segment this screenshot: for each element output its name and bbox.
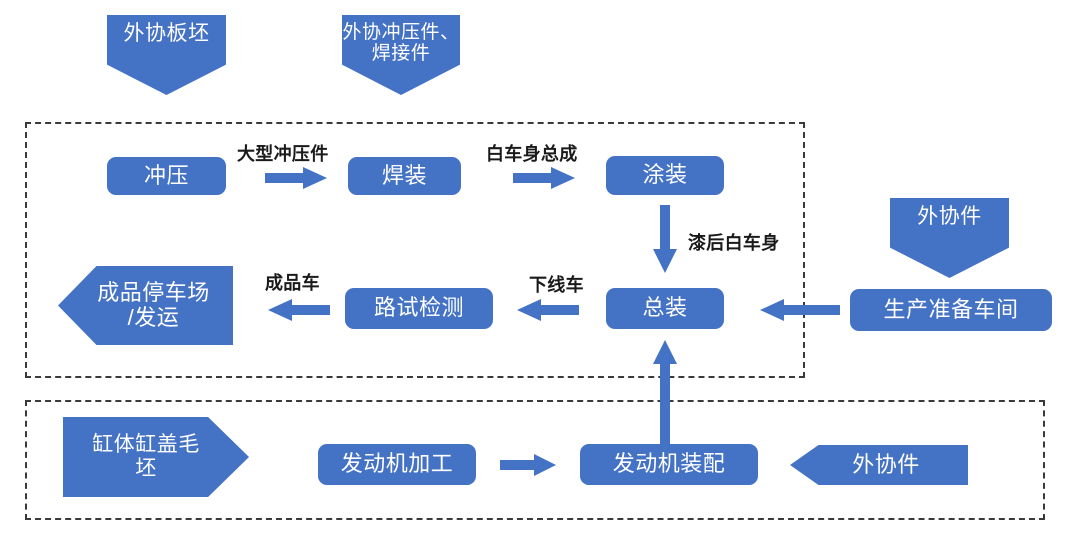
- node-parking-shipping[interactable]: 成品停车场 /发运: [58, 266, 233, 345]
- edge-label-painted-body: 漆后白车身: [688, 233, 780, 253]
- arrow-engine-assembly-to-final-assembly: [653, 340, 677, 444]
- edge-label-large-stampings: 大型冲压件: [237, 144, 329, 164]
- arrow-stamping-to-welding: [265, 167, 327, 189]
- edge-label-offline-car: 下线车: [529, 275, 584, 295]
- node-road-test[interactable]: 路试检测: [345, 288, 493, 329]
- zone-main-vehicle-plant: [25, 122, 805, 378]
- node-painting[interactable]: 涂装: [606, 156, 724, 195]
- node-supply-parts-bottom[interactable]: 外协件: [790, 445, 968, 485]
- arrow-final-assembly-to-road-test: [517, 299, 579, 321]
- node-engine-machining[interactable]: 发动机加工: [318, 444, 476, 485]
- node-engine-assembly[interactable]: 发动机装配: [580, 444, 758, 485]
- arrow-road-test-to-parking: [268, 299, 330, 321]
- arrow-prep-workshop-to-final-assembly: [760, 299, 840, 321]
- node-final-assembly[interactable]: 总装: [606, 288, 724, 329]
- arrow-painting-to-final-assembly: [653, 205, 677, 273]
- node-supply-stamp-weld[interactable]: 外协冲压件、 焊接件: [342, 15, 460, 95]
- node-welding[interactable]: 焊装: [348, 157, 461, 195]
- node-prep-workshop[interactable]: 生产准备车间: [850, 289, 1052, 331]
- arrow-welding-to-painting: [513, 167, 575, 189]
- edge-label-body-in-white: 白车身总成: [486, 144, 578, 164]
- arrow-engine-machining-to-assembly: [500, 454, 556, 476]
- node-stamping[interactable]: 冲压: [107, 157, 226, 195]
- node-block-head-blank[interactable]: 缸体缸盖毛 坯: [63, 417, 249, 497]
- node-supply-parts-right[interactable]: 外协件: [890, 198, 1009, 278]
- node-supply-slab[interactable]: 外协板坯: [107, 15, 226, 95]
- edge-label-finished-car: 成品车: [265, 273, 320, 293]
- zone-engine-plant: [25, 400, 1045, 520]
